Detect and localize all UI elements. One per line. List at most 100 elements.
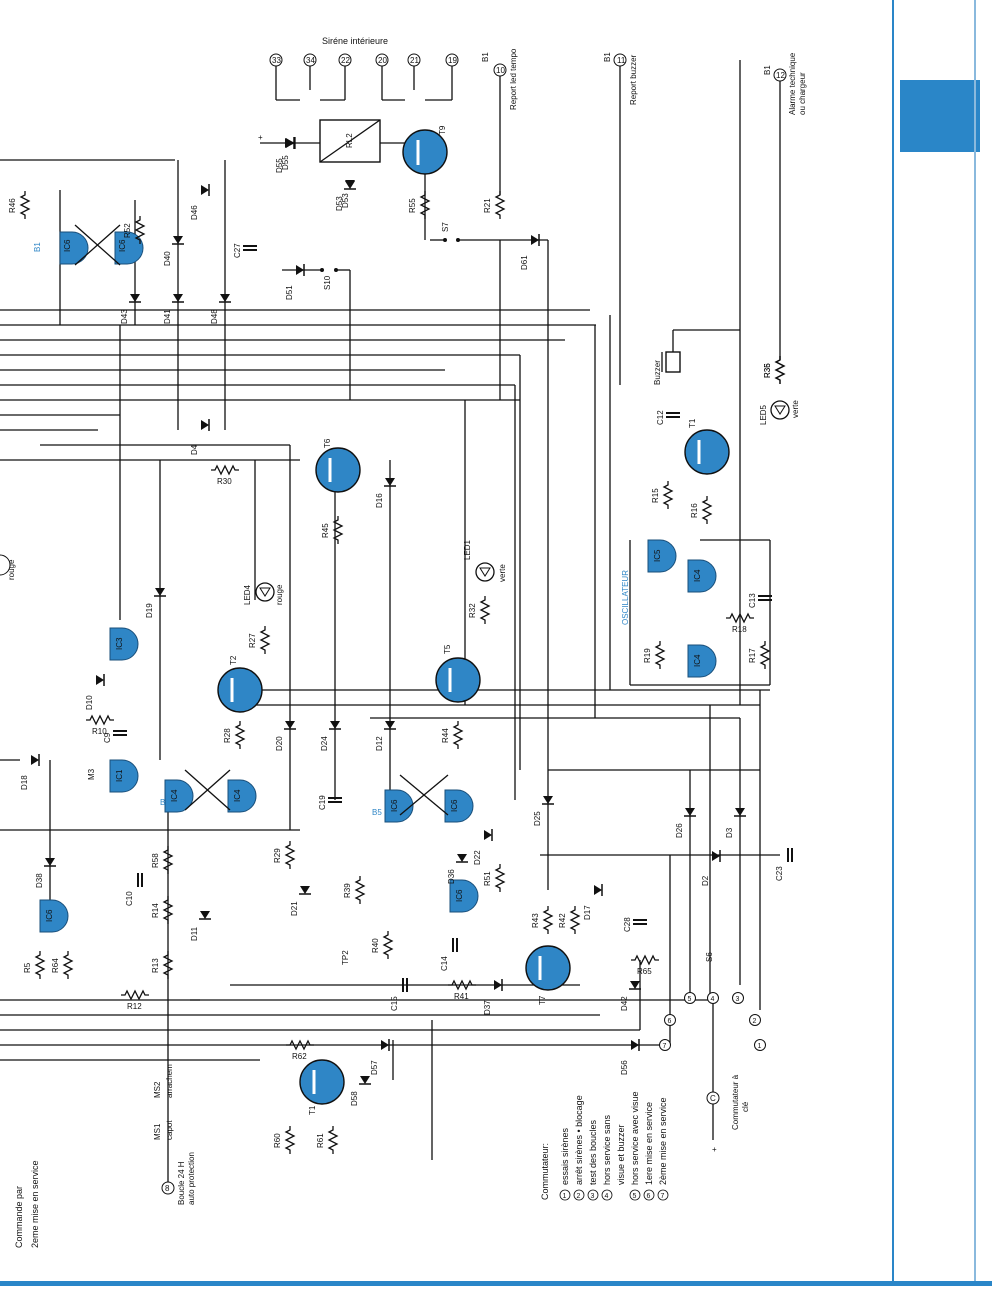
- svg-text:D56: D56: [620, 1060, 629, 1075]
- svg-text:R45: R45: [321, 523, 330, 538]
- svg-text:7: 7: [661, 1193, 665, 1200]
- svg-text:R40: R40: [371, 938, 380, 953]
- gate-ic6-a: IC6: [59, 231, 89, 265]
- svg-text:D20: D20: [275, 736, 284, 751]
- boucle-label-2: auto protection: [187, 1152, 196, 1205]
- svg-text:test des boucles: test des boucles: [588, 1119, 598, 1185]
- svg-text:R18: R18: [732, 625, 747, 634]
- transistor-t6: T6: [315, 438, 361, 493]
- resistor-r14: R14: [151, 896, 174, 924]
- svg-text:R60: R60: [273, 1133, 282, 1148]
- svg-text:C9: C9: [103, 732, 112, 743]
- svg-text:arrêt sirènes • blocage: arrêt sirènes • blocage: [574, 1095, 584, 1185]
- svg-text:R12: R12: [127, 1002, 142, 1011]
- block-m3-label: M3: [87, 768, 96, 780]
- gate-ic1-label: IC1: [115, 769, 124, 782]
- svg-text:hors service avec visue: hors service avec visue: [630, 1091, 640, 1185]
- commutateur-item: 3 test des boucles: [587, 1119, 599, 1201]
- commutateur-title: Commutateur:: [540, 1143, 550, 1200]
- diode-d26: D26: [675, 808, 696, 838]
- terminal-33: 33: [272, 56, 281, 65]
- svg-text:C15: C15: [390, 996, 399, 1011]
- svg-text:R27: R27: [248, 633, 257, 648]
- svg-text:3: 3: [591, 1193, 595, 1200]
- transistor-t2: T2: [217, 655, 263, 713]
- diode-d17: D17: [583, 884, 603, 920]
- svg-text:D37: D37: [483, 1000, 492, 1015]
- diode-d11: D11: [190, 911, 211, 941]
- diode-d37: D37: [483, 979, 503, 1015]
- svg-text:D18: D18: [20, 775, 29, 790]
- resistor-r65: R65: [631, 954, 659, 976]
- svg-text:R43: R43: [531, 913, 540, 928]
- gate-ic6-e-label: IC6: [455, 889, 464, 902]
- switch-s10: S10: [282, 268, 350, 290]
- page-border-bottom: [0, 1281, 992, 1286]
- resistor-r61: R61: [316, 1126, 339, 1154]
- gate-ic4-a-label: IC4: [170, 789, 179, 802]
- resistor-r28: R28: [223, 721, 246, 749]
- svg-text:1ere mise en service: 1ere mise en service: [644, 1102, 654, 1185]
- resistor-r16: R16: [690, 496, 713, 524]
- cle-label-2: clé: [741, 1101, 750, 1112]
- gate-ic4-a: IC4: [164, 779, 194, 813]
- capacitor-c15: C15: [390, 978, 408, 1011]
- capacitor-c12: C12: [656, 410, 680, 425]
- capot-label: capot: [165, 1120, 174, 1140]
- gate-ic4-c-label: IC4: [693, 569, 702, 582]
- svg-text:4: 4: [605, 1193, 609, 1200]
- svg-text:C13: C13: [748, 593, 757, 608]
- svg-text:R17: R17: [748, 648, 757, 663]
- resistor-r46: R46: [8, 191, 31, 219]
- gate-ic6-b: IC6: [114, 231, 144, 265]
- svg-text:D2: D2: [701, 875, 710, 886]
- resistor-r17: R17: [748, 641, 771, 669]
- svg-text:R16: R16: [690, 503, 699, 518]
- diode-d40: D40: [163, 236, 184, 266]
- svg-text:D46: D46: [190, 205, 199, 220]
- svg-text:R29: R29: [273, 848, 282, 863]
- capacitor-c9: C9: [103, 730, 127, 743]
- diode-d58: D58: [350, 1076, 371, 1106]
- capacitor-c27: C27: [233, 243, 257, 258]
- gate-ic6-d-label: IC6: [450, 799, 459, 812]
- gate-ic6-d: IC6: [444, 789, 474, 823]
- diode-d4: D4: [190, 419, 210, 455]
- svg-text:hors service sans: hors service sans: [602, 1114, 612, 1185]
- svg-text:C10: C10: [125, 891, 134, 906]
- report-led-tempo-label: Report led tempo: [509, 48, 518, 110]
- diode-d41: D41: [163, 294, 184, 324]
- svg-text:1: 1: [563, 1193, 567, 1200]
- svg-text:D26: D26: [675, 823, 684, 838]
- svg-text:D53: D53: [335, 196, 344, 211]
- resistor-r19: R19: [643, 641, 666, 669]
- svg-text:D3: D3: [725, 827, 734, 838]
- t1-upper-label: T1: [688, 418, 697, 428]
- b1-label-2: B1: [603, 52, 612, 62]
- block-b5-label: B5: [372, 808, 382, 817]
- s7-label: S7: [441, 222, 450, 232]
- capacitor-c14: C14: [440, 938, 458, 971]
- diode-d24: D24: [320, 721, 341, 751]
- blue-tab: [900, 80, 980, 152]
- gate-ic6-c-label: IC6: [390, 799, 399, 812]
- svg-text:D41: D41: [163, 309, 172, 324]
- switch-terminal-3: 3: [732, 992, 744, 1004]
- terminal-11: 11: [617, 56, 626, 65]
- svg-text:D21: D21: [290, 901, 299, 916]
- diode-d10: D10: [85, 674, 105, 710]
- t5-label: T5: [443, 644, 452, 654]
- svg-text:2ème mise en service: 2ème mise en service: [658, 1097, 668, 1185]
- svg-text:R51: R51: [483, 871, 492, 886]
- gate-ic1: IC1: [109, 759, 139, 793]
- resistor-r62: R62: [286, 1039, 314, 1061]
- resistor-r43: R43: [531, 906, 554, 934]
- led5-ref: LED5: [759, 404, 768, 425]
- svg-text:D55: D55: [275, 158, 284, 173]
